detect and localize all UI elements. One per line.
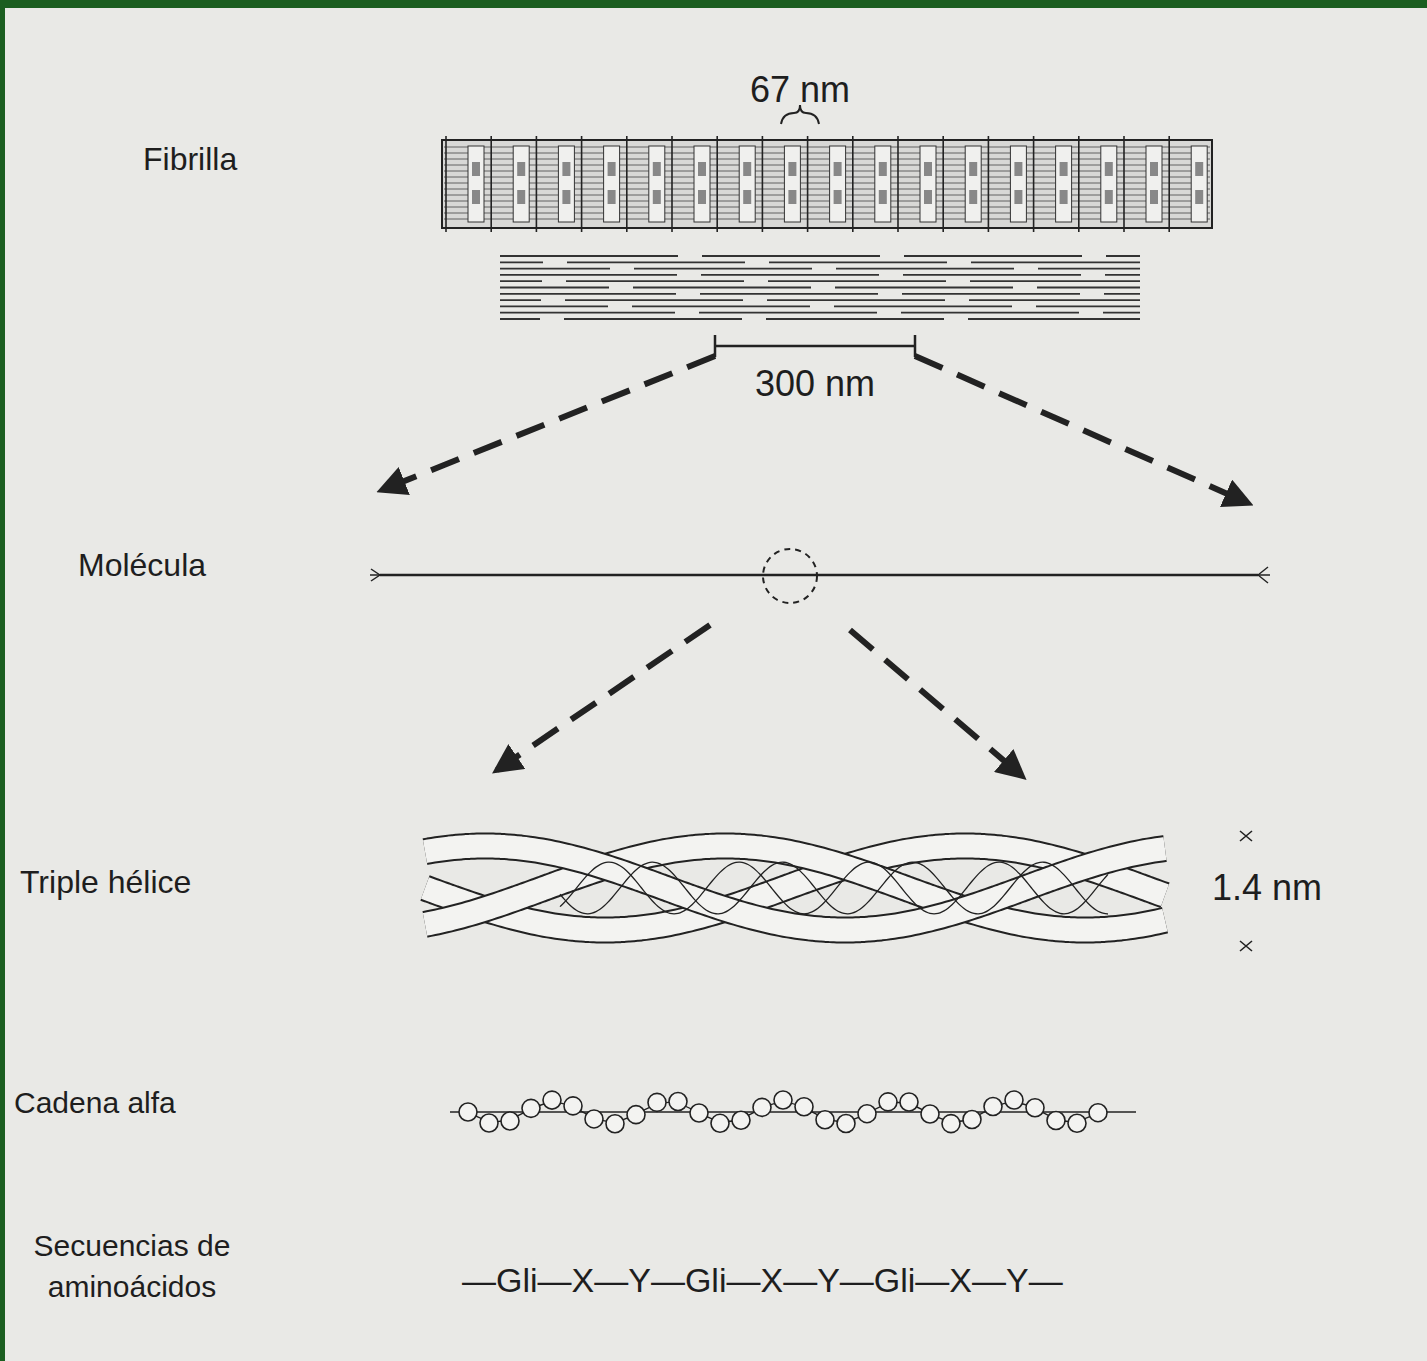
dimension-label: 1.4 nm [1212, 868, 1322, 908]
staggered-molecules [500, 256, 1140, 357]
frame-bar [0, 0, 5, 1361]
zoom-arrow [497, 625, 710, 770]
level-label: Molécula [78, 548, 206, 583]
dimension-label: 300 nm [755, 364, 875, 404]
zoom-arrow [850, 630, 1022, 776]
fibril-drawing [442, 105, 1212, 232]
sequence-text: —Gli—X—Y—Gli—X—Y—Gli—X—Y— [462, 1262, 1063, 1299]
level-label: Fibrilla [143, 142, 237, 177]
zoom-arrow [915, 356, 1248, 503]
level-label: Secuencias de aminoácidos [6, 1226, 258, 1307]
dimension-label: 67 nm [750, 70, 850, 110]
frame-bar [0, 0, 1427, 8]
triple-helix-drawing [425, 831, 1252, 951]
level-label: Triple hélice [20, 865, 191, 900]
molecule-drawing [370, 549, 1270, 603]
level-label: Cadena alfa [14, 1086, 176, 1119]
zoom-arrow [382, 356, 715, 490]
alpha-chain-drawing [450, 1091, 1136, 1133]
